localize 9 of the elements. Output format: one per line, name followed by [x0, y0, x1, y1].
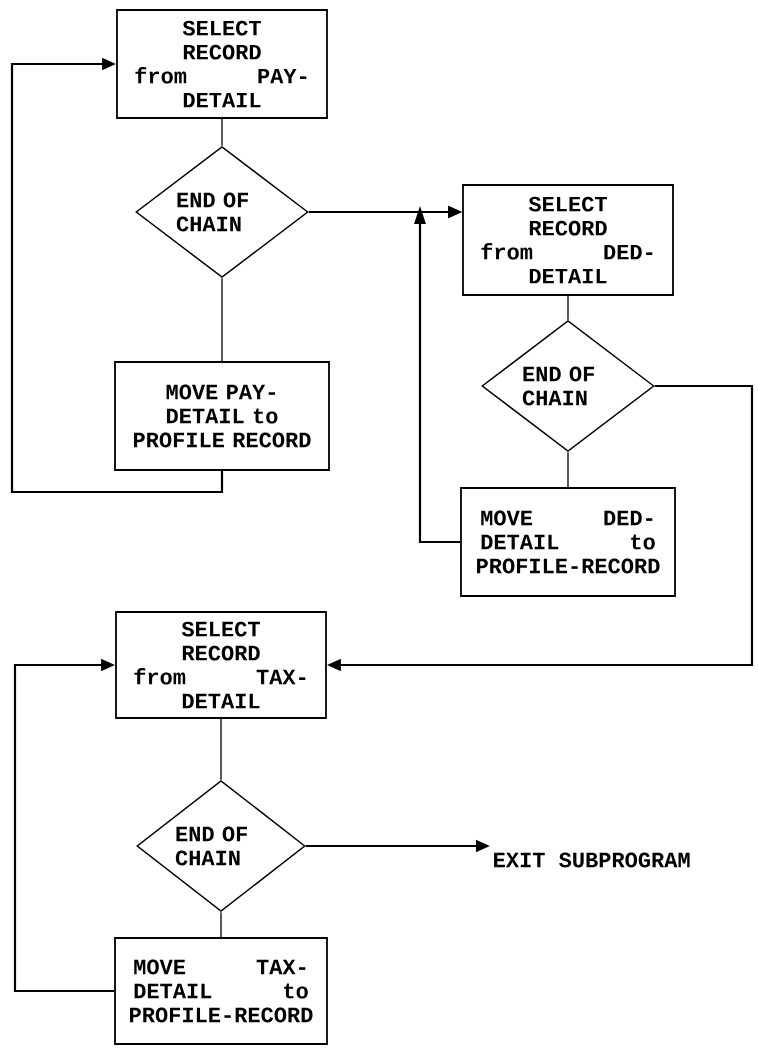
process-box: SELECT RECORD from TAX-DETAIL: [115, 611, 327, 719]
arrow: [13, 658, 115, 993]
process-box: MOVE PAY-DETAIL to PROFILE RECORD: [114, 361, 330, 471]
arrow: [10, 57, 224, 494]
terminal-text: EXIT SUBPROGRAM: [494, 852, 690, 868]
process-box: SELECT RECORD from PAY-DETAIL: [116, 9, 328, 119]
process-box: SELECT RECORD from DED-DETAIL: [462, 184, 674, 296]
process-box: MOVE TAX-DETAIL to PROFILE-RECORD: [114, 937, 328, 1045]
process-box: MOVE DED-DETAIL to PROFILE-RECORD: [460, 487, 676, 597]
